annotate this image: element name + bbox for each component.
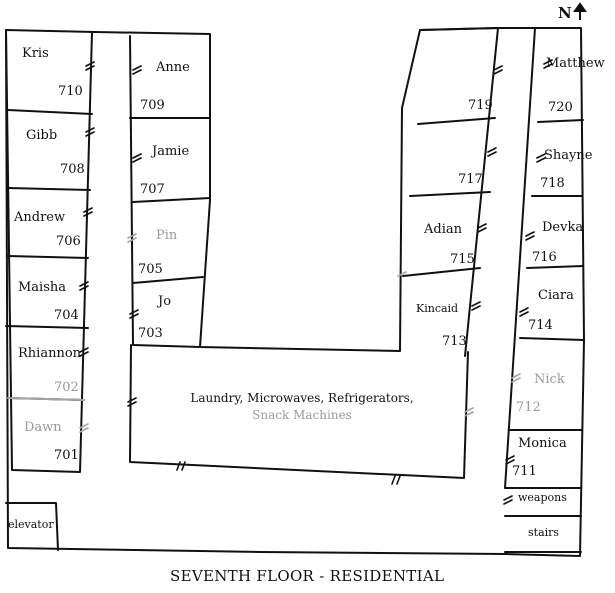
room-718-name: Shayne (544, 148, 593, 163)
room-716-name: Devka (542, 220, 584, 235)
room-705-number: 705 (138, 262, 163, 277)
elevator-box (5, 502, 59, 551)
room-720-name: Matthew (546, 56, 605, 71)
room-716-number: 716 (532, 250, 557, 265)
room-707-number: 707 (140, 182, 165, 197)
weapons-room-label: weapons (518, 491, 567, 504)
room-708-name: Gibb (26, 128, 58, 143)
elevator-label: elevator (8, 518, 54, 531)
room-714-number: 714 (528, 318, 553, 333)
stairs-label: stairs (528, 526, 560, 539)
room-703-name: Jo (158, 294, 172, 309)
room-712-name: Nick (534, 372, 565, 387)
room-714-name: Ciara (538, 288, 574, 303)
compass-north-label: N (558, 4, 572, 22)
room-702-number: 702 (54, 380, 79, 395)
room-720-number: 720 (548, 100, 573, 115)
west-left-column (5, 29, 93, 473)
room-719-number: 719 (468, 98, 493, 113)
room-706-name: Andrew (14, 210, 66, 225)
room-701-name: Dawn (24, 420, 62, 435)
common-area-line-1: Laundry, Microwaves, Refrigerators, (190, 391, 414, 405)
room-709-number: 709 (140, 98, 165, 113)
common-area-label: Laundry, Microwaves, Refrigerators, Snac… (184, 390, 420, 424)
room-709-name: Anne (156, 60, 190, 75)
room-708-number: 708 (60, 162, 85, 177)
room-713-name: Kincaid (416, 302, 459, 315)
room-712-number: 712 (516, 400, 541, 415)
north-arrow-icon (573, 2, 587, 20)
west-right-column (129, 35, 201, 348)
room-704-name: Maisha (18, 280, 67, 295)
room-704-number: 704 (54, 308, 79, 323)
room-718-number: 718 (540, 176, 565, 191)
room-703-number: 703 (138, 326, 163, 341)
room-715-number: 715 (450, 252, 475, 267)
room-705-name: Pin (156, 228, 178, 243)
room-701-number: 701 (54, 448, 79, 463)
room-713-number: 713 (442, 334, 467, 349)
room-711-number: 711 (512, 464, 537, 479)
room-711-name: Monica (518, 436, 567, 451)
east-left-column (419, 27, 499, 357)
common-area-line-2: Snack Machines (252, 408, 352, 422)
floor-title: SEVENTH FLOOR - RESIDENTIAL (170, 567, 445, 585)
room-715-name: Adian (424, 222, 462, 237)
room-717-number: 717 (458, 172, 483, 187)
room-710-name: Kris (22, 46, 49, 61)
outer-wall (5, 27, 585, 557)
room-707-name: Jamie (152, 144, 190, 159)
room-706-number: 706 (56, 234, 81, 249)
room-702-name: Rhiannon (18, 346, 82, 361)
room-710-number: 710 (58, 84, 83, 99)
east-right-column (504, 27, 536, 489)
